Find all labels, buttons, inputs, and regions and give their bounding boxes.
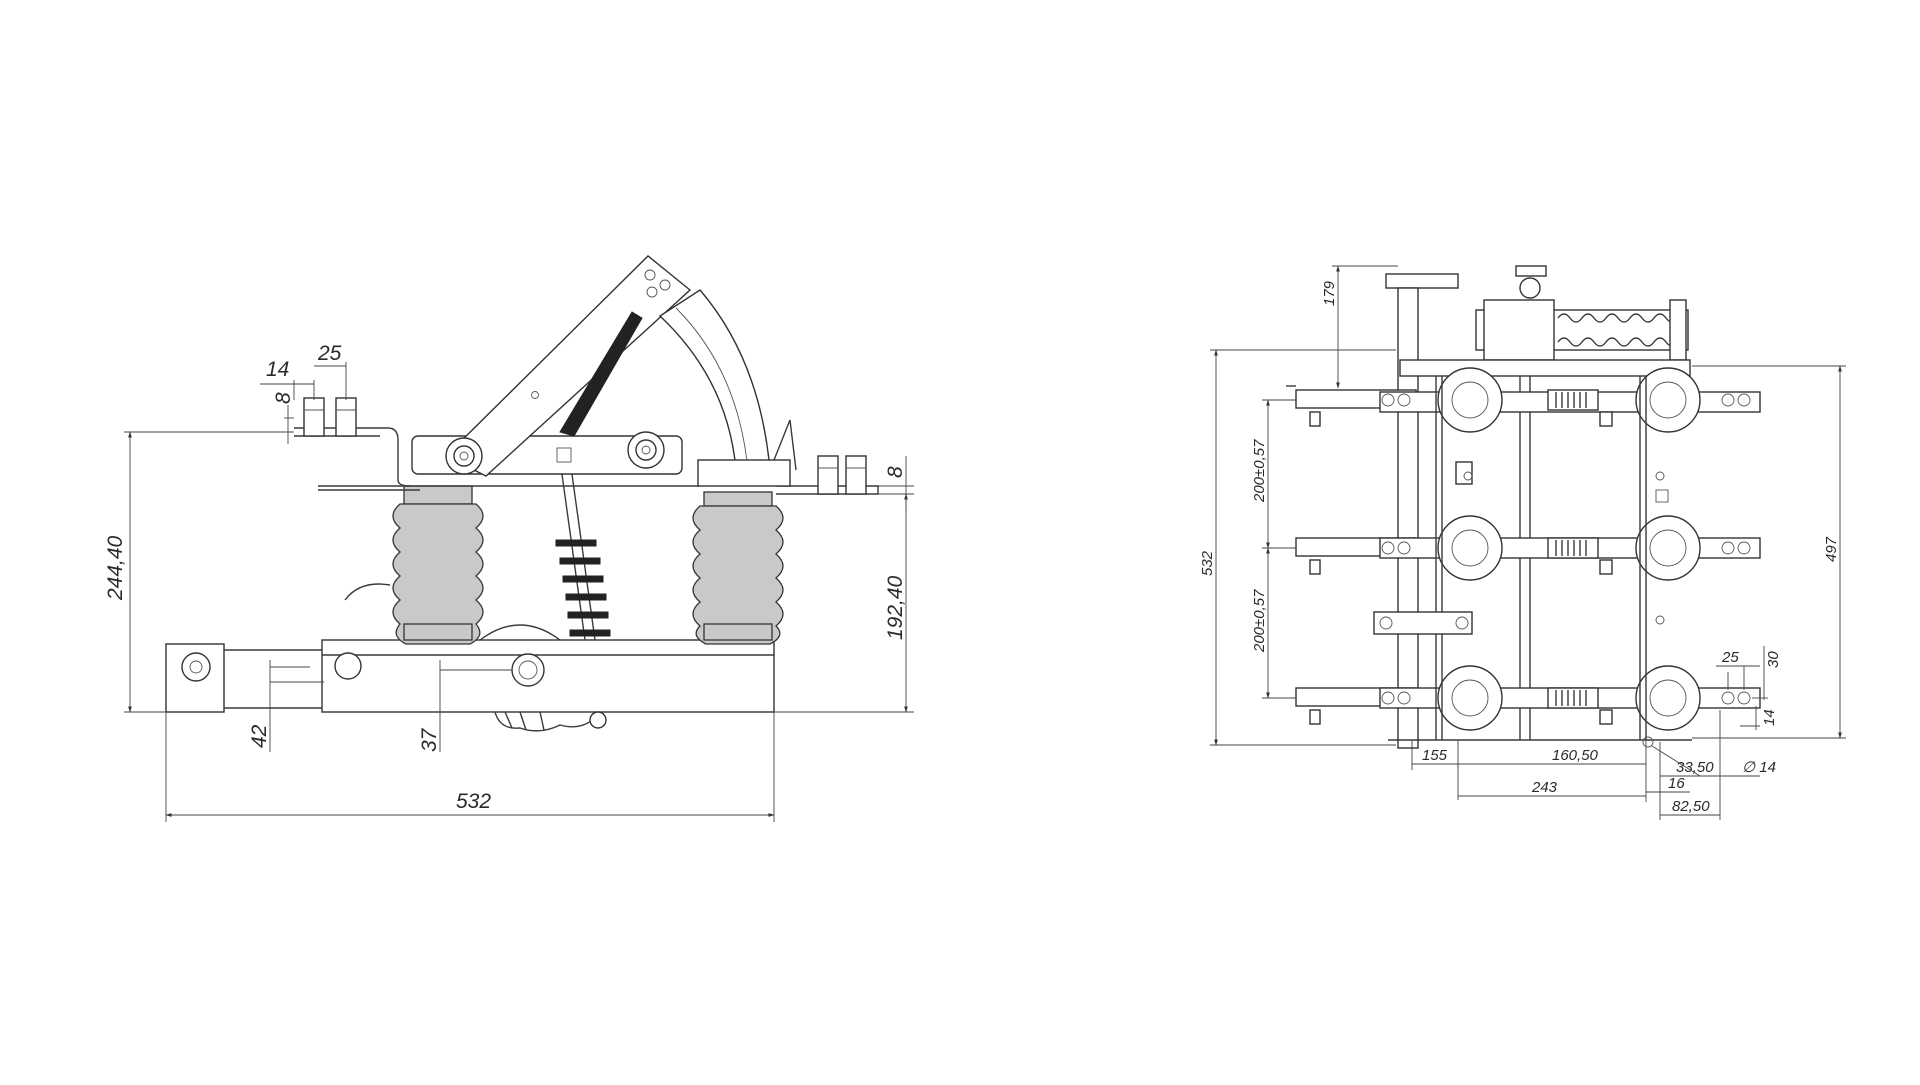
right-insulator <box>692 491 784 645</box>
dim-160-50: 160,50 <box>1552 747 1599 764</box>
dim-33-50: 33,50 <box>1676 759 1714 776</box>
frame-rails <box>1373 376 1692 741</box>
dim-82-50: 82,50 <box>1672 798 1710 815</box>
left-insulator <box>392 485 484 645</box>
dim-30: 30 <box>1765 651 1782 668</box>
dim-25-top: 25 <box>1721 649 1739 666</box>
pole-1 <box>1286 367 1761 433</box>
dim-192-40: 192,40 <box>884 575 907 640</box>
dim-179: 179 <box>1321 280 1338 306</box>
drive-mechanism <box>344 583 607 732</box>
dim-8-left: 8 <box>272 392 295 404</box>
dim-37: 37 <box>418 727 441 752</box>
dim-497: 497 <box>1823 536 1840 562</box>
side-view: 14 25 8 244,40 8 192,40 42 <box>104 255 914 822</box>
side-dimensions: 14 25 8 244,40 8 192,40 42 <box>104 342 914 822</box>
dim-16: 16 <box>1668 775 1685 792</box>
dim-25-side: 25 <box>317 342 342 365</box>
dim-532-top: 532 <box>1199 550 1216 576</box>
dim-244-40: 244,40 <box>104 535 127 601</box>
dim-532-side: 532 <box>456 790 491 813</box>
pole-2 <box>1295 515 1761 581</box>
dim-243: 243 <box>1531 779 1558 796</box>
dim-200b: 200±0,57 <box>1251 589 1268 653</box>
top-view: 179 532 200±0,57 200±0,57 497 25 <box>1199 265 1846 820</box>
dim-14-top: 14 <box>1761 709 1778 726</box>
switch-arm <box>411 255 797 487</box>
operating-rod <box>555 459 611 641</box>
dim-phi-14: ∅ 14 <box>1742 759 1776 776</box>
dim-155: 155 <box>1422 747 1448 764</box>
dim-14-side: 14 <box>266 358 289 381</box>
base-frame <box>165 639 775 713</box>
terminal-plates <box>294 397 879 495</box>
dim-42: 42 <box>248 724 271 748</box>
dim-8-right: 8 <box>884 466 907 478</box>
dim-200a: 200±0,57 <box>1251 439 1268 503</box>
pole-3 <box>1295 665 1761 731</box>
top-dimensions: 179 532 200±0,57 200±0,57 497 25 <box>1199 265 1846 820</box>
